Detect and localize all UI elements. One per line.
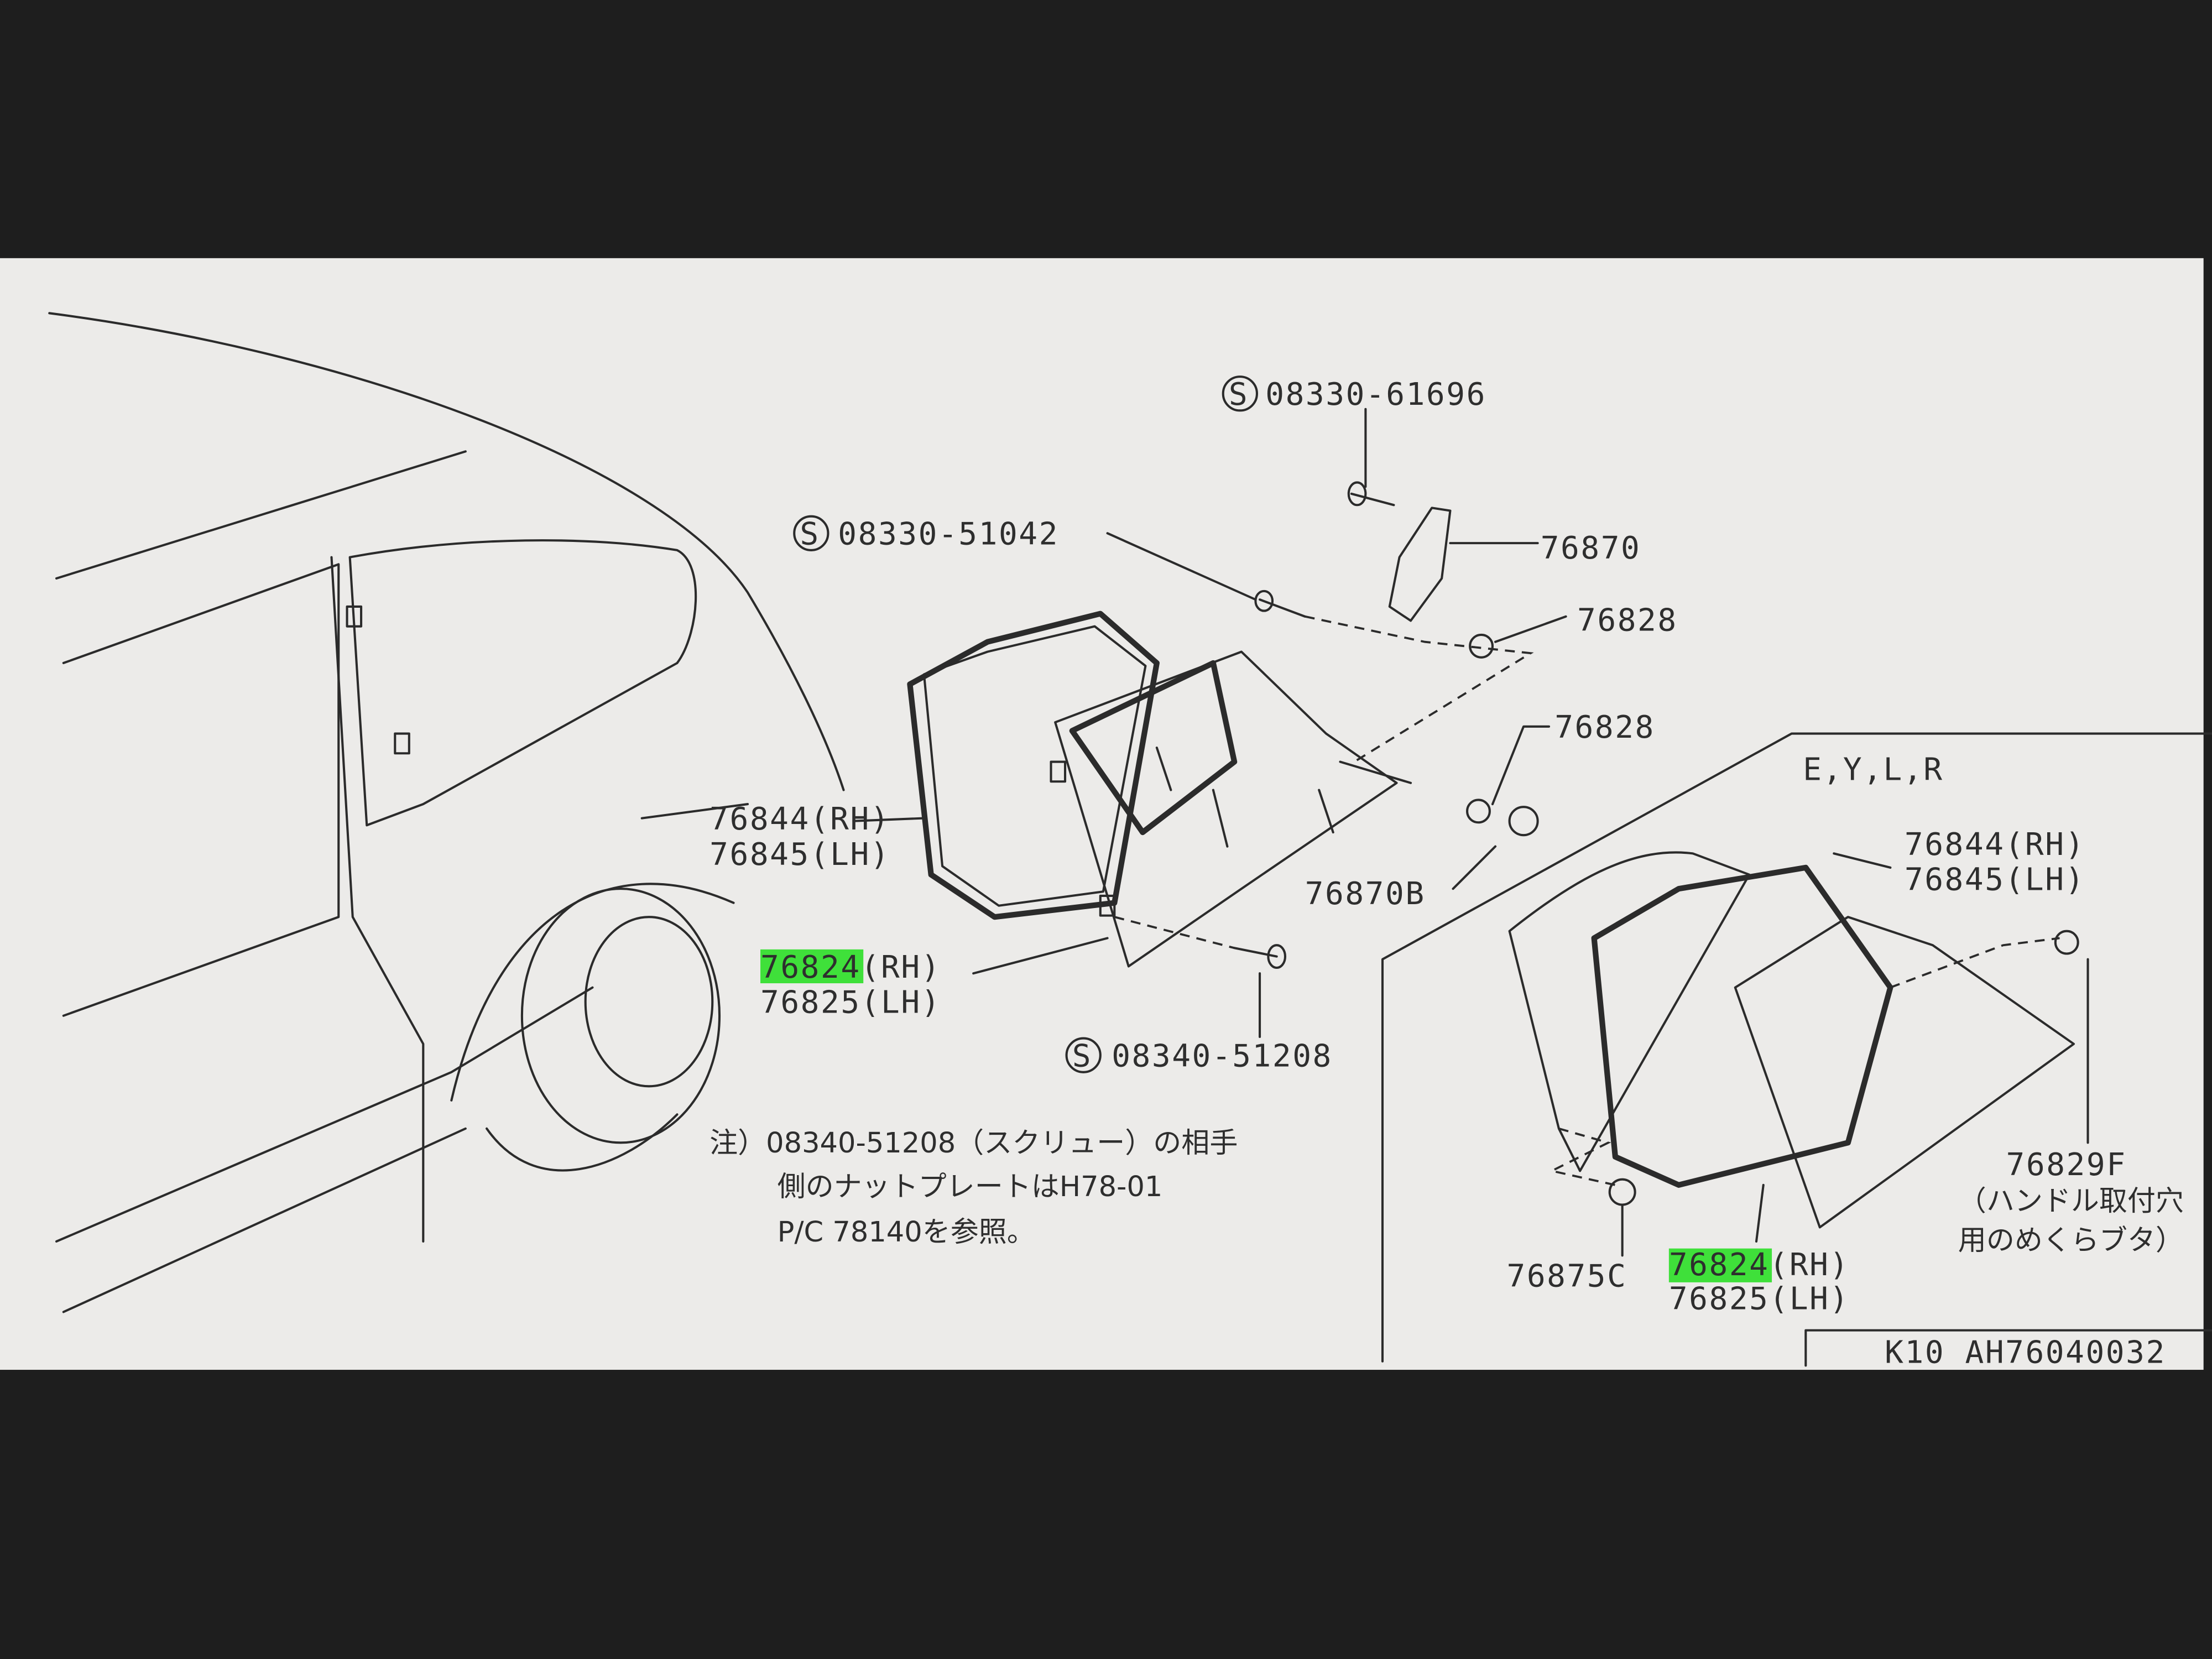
- inset-highlight-marker: [1668, 1248, 1772, 1282]
- label-grommet-b: 76828: [1554, 709, 1655, 745]
- label-weatherstrip-lh: 76845(LH): [709, 837, 890, 873]
- car-body-drawing: [48, 312, 845, 1313]
- label-glass-rh: 76824(RH): [760, 950, 941, 985]
- svg-text:側のナットプレートはH78-01: 側のナットプレートはH78-01: [778, 1171, 1163, 1203]
- quarter-window-assembly: [907, 611, 1412, 968]
- svg-text:S: S: [800, 517, 820, 552]
- label-screw-top: 08330-61696: [1265, 377, 1486, 413]
- inset-label-weatherstrip-rh: 76844(RH): [1905, 827, 2085, 863]
- note-text: 注）08340-51208（スクリュー）の相手 側のナットプレートはH78-01…: [709, 1127, 1238, 1249]
- inset-variant-box: E,Y,L,R 76844(RH) 76845(LH) 76829F （ハンドル…: [1381, 732, 2212, 1363]
- hinge-and-fasteners: [852, 408, 1567, 1039]
- label-grommet-a: 76828: [1577, 602, 1678, 638]
- part-labels: S 08330-61696 S 08330-51042 76870 76828 …: [709, 375, 1678, 1074]
- inset-title: E,Y,L,R: [1803, 752, 1943, 788]
- label-glass-lh: 76825(LH): [760, 985, 941, 1021]
- drawing-number: K10 AH76040032: [1885, 1334, 2166, 1370]
- inset-label-clip: 76875C: [1506, 1259, 1627, 1295]
- label-screw-bottom: 08340-51208: [1112, 1039, 1333, 1074]
- svg-text:S: S: [1072, 1039, 1092, 1074]
- label-hinge: 76870: [1541, 530, 1641, 566]
- screen-page: [0, 258, 2204, 1370]
- inset-label-glass-rh: 76824(RH): [1669, 1247, 1850, 1283]
- label-weatherstrip-rh: 76844(RH): [709, 801, 890, 837]
- inset-label-cover: 76829F: [2006, 1147, 2127, 1183]
- svg-text:P/C 78140を参照。: P/C 78140を参照。: [778, 1216, 1035, 1249]
- svg-text:（ハンドル取付穴: （ハンドル取付穴: [1958, 1185, 2184, 1218]
- inset-label-weatherstrip-lh: 76845(LH): [1905, 862, 2085, 898]
- svg-text:S: S: [1229, 377, 1249, 413]
- label-cap: 76870B: [1305, 876, 1426, 912]
- svg-text:用のめくらブタ）: 用のめくらブタ）: [1958, 1224, 2184, 1257]
- title-block: K10 AH76040032: [1804, 1329, 2212, 1370]
- label-screw-mid: 08330-51042: [838, 517, 1059, 552]
- highlight-marker: [760, 949, 864, 984]
- svg-text:注）08340-51208（スクリュー）の相手: 注）08340-51208（スクリュー）の相手: [709, 1127, 1238, 1160]
- inset-label-glass-lh: 76825(LH): [1669, 1281, 1850, 1317]
